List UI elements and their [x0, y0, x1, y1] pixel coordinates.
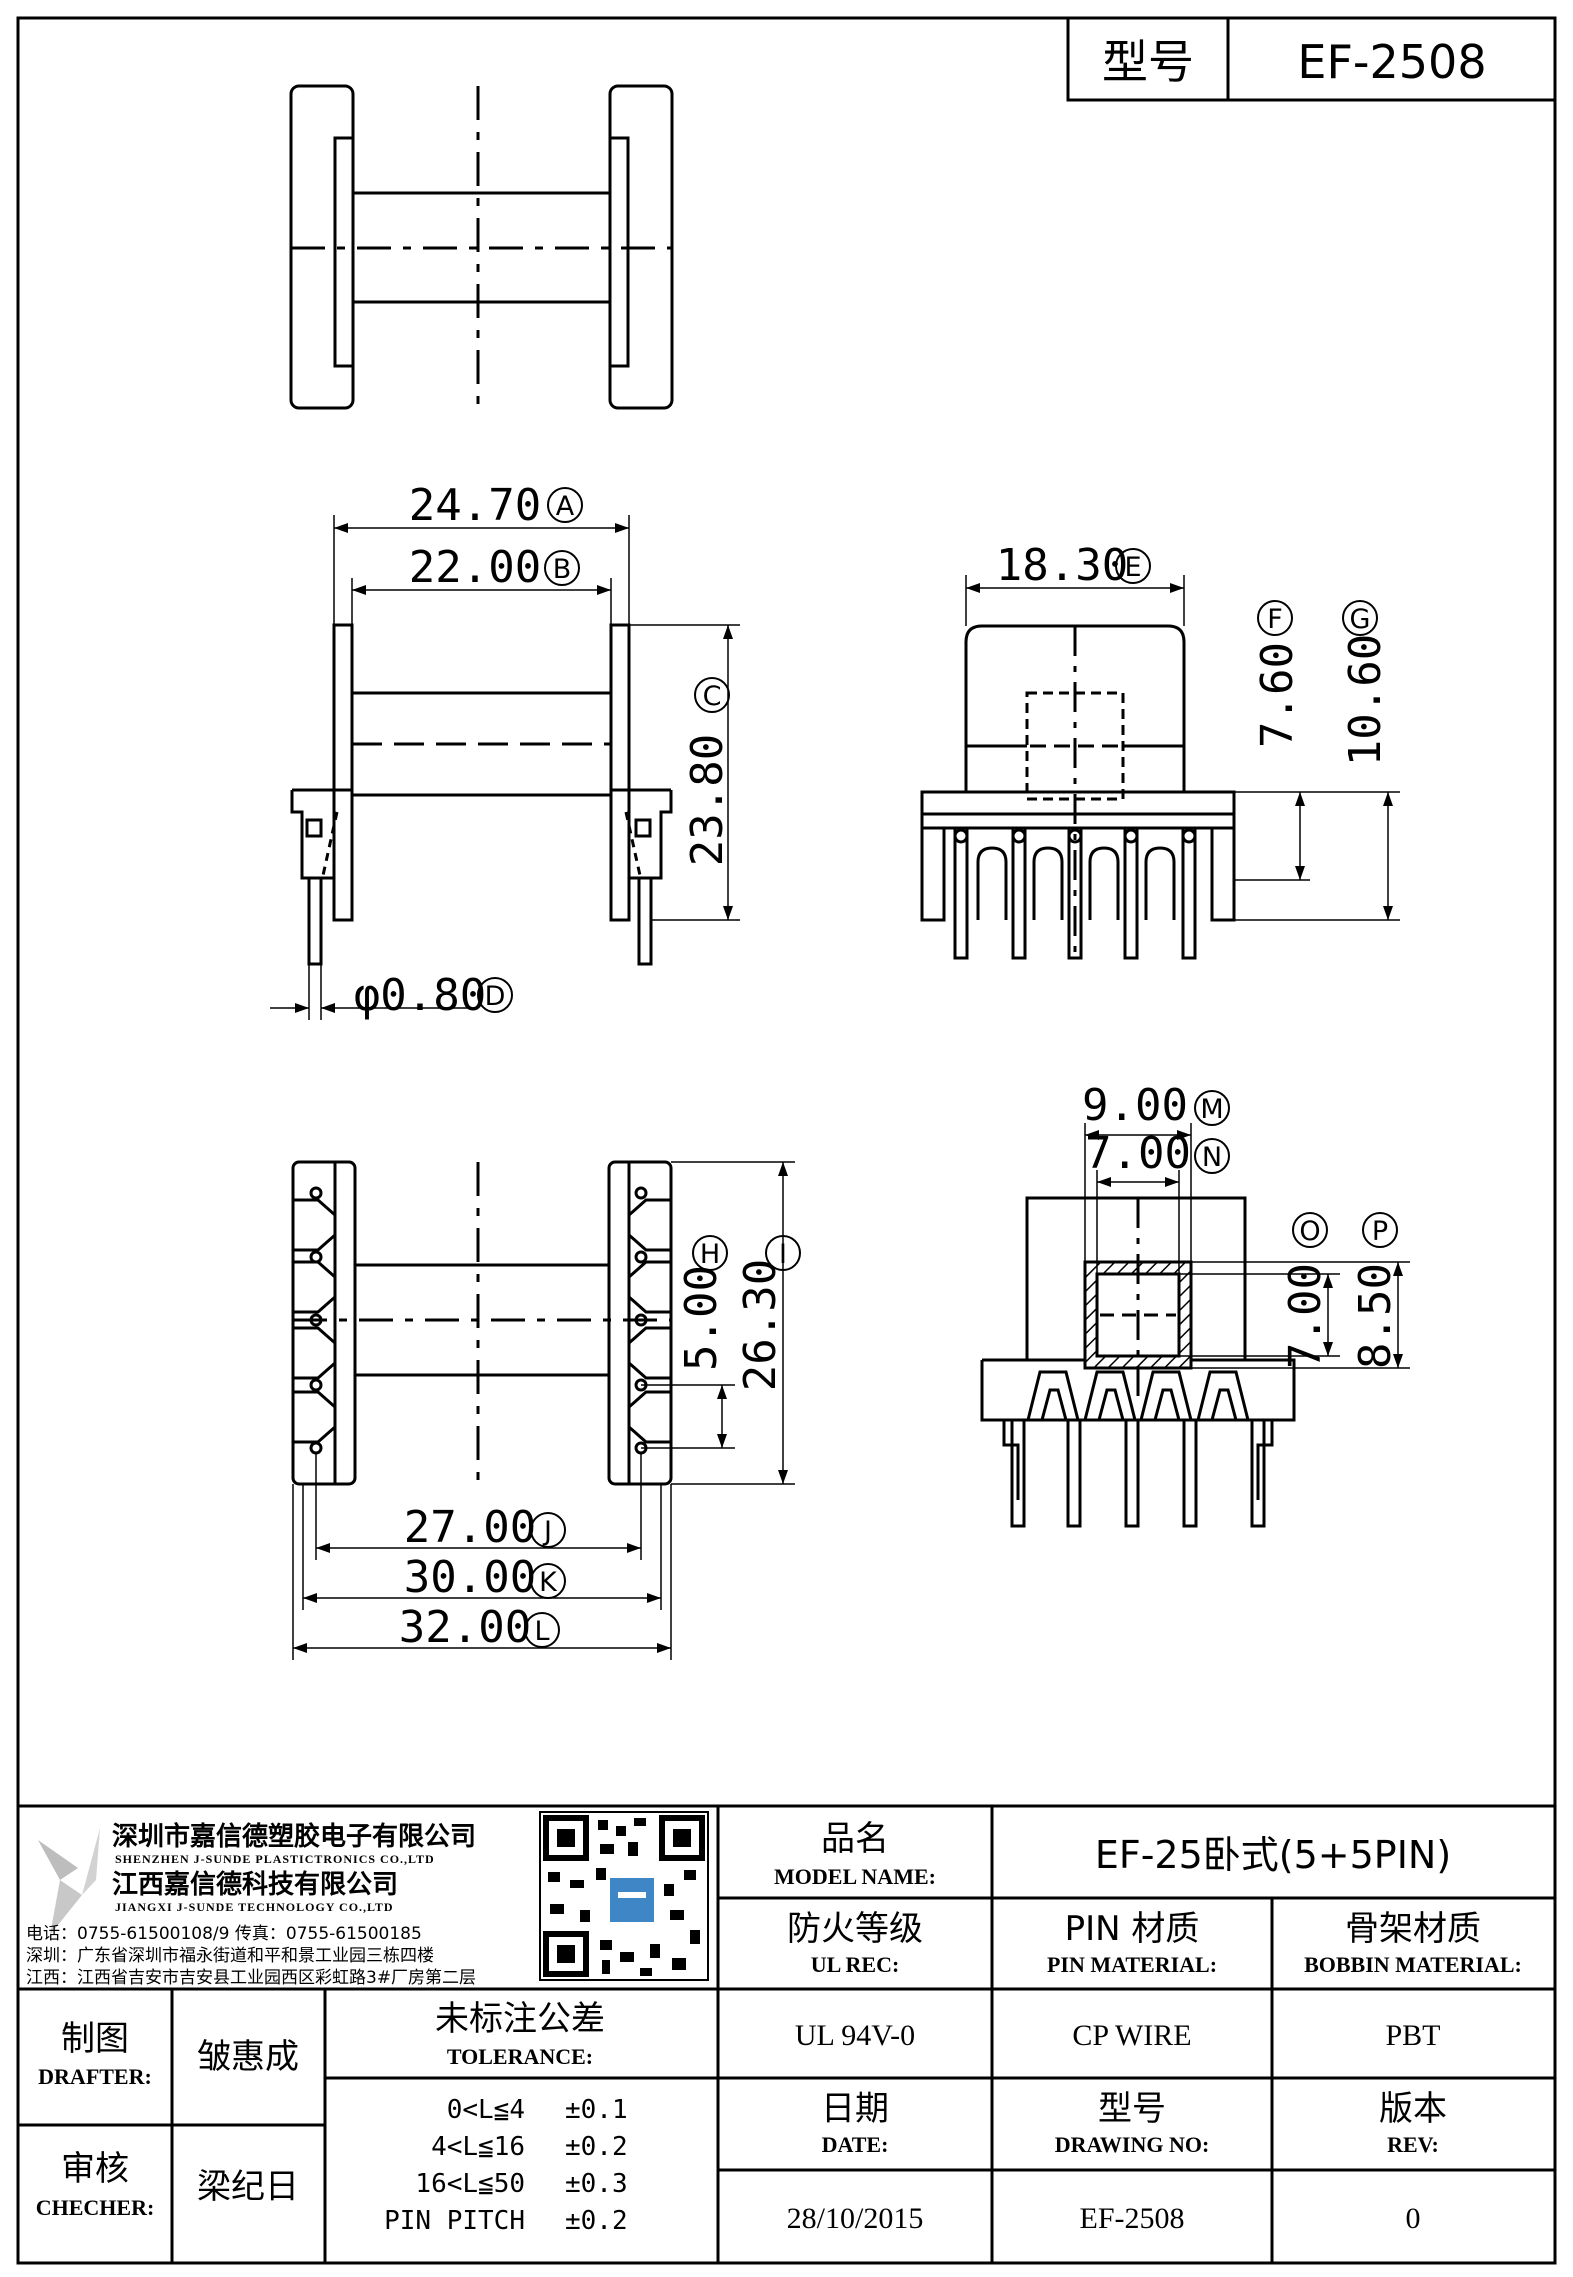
tolerance-label-cn: 未标注公差: [435, 1999, 605, 2039]
tolerance-label-en: TOLERANCE:: [447, 2044, 593, 2069]
drafter-value: 皱惠成: [197, 2037, 299, 2077]
drafter-label-cn: 制图: [61, 2019, 129, 2059]
side-view: [920, 575, 1400, 960]
title-block-lines: [18, 1804, 1555, 2263]
tag-circles: [477, 487, 1398, 1648]
dim-m-tag: M: [1200, 1094, 1223, 1125]
tolerance-range: PIN PITCH: [384, 2206, 525, 2236]
rev-value: 0: [1406, 2202, 1421, 2235]
checker-label-en: CHECHER:: [36, 2195, 155, 2220]
company-address-1: 深圳：广东省深圳市福永街道和平和景工业园三栋四楼: [26, 1946, 434, 1966]
header-model-label: 型号: [1102, 35, 1194, 89]
dim-a-tag: A: [556, 491, 575, 522]
bobbin-label-en: BOBBIN MATERIAL:: [1304, 1952, 1522, 1977]
company-name-2-en: JIANGXI J-SUNDE TECHNOLOGY CO.,LTD: [115, 1900, 394, 1914]
checker-value: 梁纪日: [197, 2167, 299, 2207]
bottom-view: [291, 1160, 795, 1660]
dim-c-tag: C: [703, 681, 722, 712]
dim-i-tag: I: [779, 1239, 787, 1270]
company-name-1: 深圳市嘉信德塑胶电子有限公司: [112, 1821, 476, 1852]
model-name-label-en: MODEL NAME:: [774, 1864, 936, 1889]
dim-o-tag: O: [1299, 1216, 1320, 1247]
dim-e-tag: E: [1124, 552, 1141, 583]
bobbin-label-cn: 骨架材质: [1345, 1909, 1481, 1949]
dim-h-tag: H: [700, 1239, 720, 1270]
dim-p-tag: P: [1372, 1216, 1388, 1247]
dim-b-value: 22.00: [409, 542, 541, 593]
ul-label-en: UL REC:: [811, 1952, 900, 1977]
tolerance-range: 16<L≦50: [415, 2169, 525, 2199]
side-pins: [953, 826, 1197, 960]
pin-label-cn: PIN 材质: [1065, 1909, 1200, 1949]
dim-j-value: 27.00: [404, 1502, 536, 1553]
dim-k-tag: K: [539, 1567, 558, 1598]
company-name-2: 江西嘉信德科技有限公司: [112, 1870, 398, 1900]
bobbin-value: PBT: [1385, 2019, 1440, 2052]
ul-label-cn: 防火等级: [787, 1909, 923, 1949]
top-view: [289, 84, 674, 410]
dim-d-value: φ0.80: [354, 970, 486, 1021]
dim-p-value: 8.50: [1350, 1263, 1401, 1369]
end-view: [980, 1123, 1410, 1528]
dim-n-value: 7.00: [1085, 1128, 1191, 1179]
drawing-label-cn: 型号: [1098, 2089, 1166, 2129]
sheet-border: [16, 16, 1557, 2265]
model-name-label-cn: 品名: [821, 1819, 889, 1859]
company-name-1-en: SHENZHEN J-SUNDE PLASTICTRONICS CO.,LTD: [115, 1852, 435, 1866]
company-phone: 电话：0755-61500108/9 传真：0755-61500185: [26, 1924, 422, 1944]
dimension-arrows: [293, 523, 1403, 1653]
dim-a-value: 24.70: [409, 480, 541, 531]
company-address-2: 江西：江西省吉安市吉安县工业园西区彩虹路3#厂房第二层: [26, 1968, 476, 1988]
date-label-en: DATE:: [822, 2132, 889, 2157]
dim-i-value: 26.30: [735, 1259, 786, 1391]
date-value: 28/10/2015: [787, 2202, 924, 2235]
dim-f-tag: F: [1267, 604, 1283, 635]
pin-label-en: PIN MATERIAL:: [1047, 1952, 1217, 1977]
model-name-value: EF-25卧式(5+5PIN): [1095, 1833, 1451, 1877]
dim-h-value: 5.00: [676, 1265, 727, 1371]
tolerance-value: ±0.1: [565, 2095, 628, 2125]
dim-g-value: 10.60: [1340, 634, 1391, 766]
header-model-value: EF-2508: [1297, 35, 1486, 89]
dim-o-value: 7.00: [1280, 1263, 1331, 1369]
company-logo: [38, 1828, 100, 1935]
dim-m-value: 9.00: [1082, 1080, 1188, 1131]
dim-b-tag: B: [553, 554, 572, 585]
tolerance-value: ±0.2: [565, 2206, 628, 2236]
tolerance-value: ±0.3: [565, 2169, 628, 2199]
tolerance-range: 0<L≦4: [447, 2095, 525, 2125]
qr-code: [539, 1811, 709, 1981]
dim-j-tag: J: [542, 1516, 552, 1547]
ul-value: UL 94V-0: [795, 2019, 915, 2052]
tolerance-value: ±0.2: [565, 2132, 628, 2162]
dim-l-tag: L: [534, 1616, 549, 1647]
drawing-label-en: DRAWING NO:: [1055, 2132, 1210, 2157]
checker-label-cn: 审核: [61, 2149, 129, 2189]
dim-n-tag: N: [1202, 1142, 1222, 1173]
tolerance-range: 4<L≦16: [431, 2132, 525, 2162]
dim-k-value: 30.00: [404, 1552, 536, 1603]
dim-e-value: 18.30: [996, 540, 1128, 591]
dim-l-value: 32.00: [399, 1602, 531, 1653]
dim-d-tag: D: [485, 981, 506, 1012]
pin-value: CP WIRE: [1072, 2019, 1191, 2052]
dim-c-value: 23.80: [682, 734, 733, 866]
header-box: [1066, 18, 1555, 102]
drafter-label-en: DRAFTER:: [38, 2064, 152, 2089]
rev-label-en: REV:: [1387, 2132, 1439, 2157]
dim-g-tag: G: [1350, 604, 1371, 635]
date-label-cn: 日期: [821, 2089, 889, 2129]
drawing-value: EF-2508: [1080, 2202, 1185, 2235]
front-view: [270, 515, 740, 1020]
dim-f-value: 7.60: [1252, 642, 1303, 748]
tolerance-table: 0<L≦4 ±0.1 4<L≦16 ±0.2 16<L≦50 ±0.3 PIN …: [384, 2095, 628, 2236]
rev-label-cn: 版本: [1379, 2089, 1447, 2129]
